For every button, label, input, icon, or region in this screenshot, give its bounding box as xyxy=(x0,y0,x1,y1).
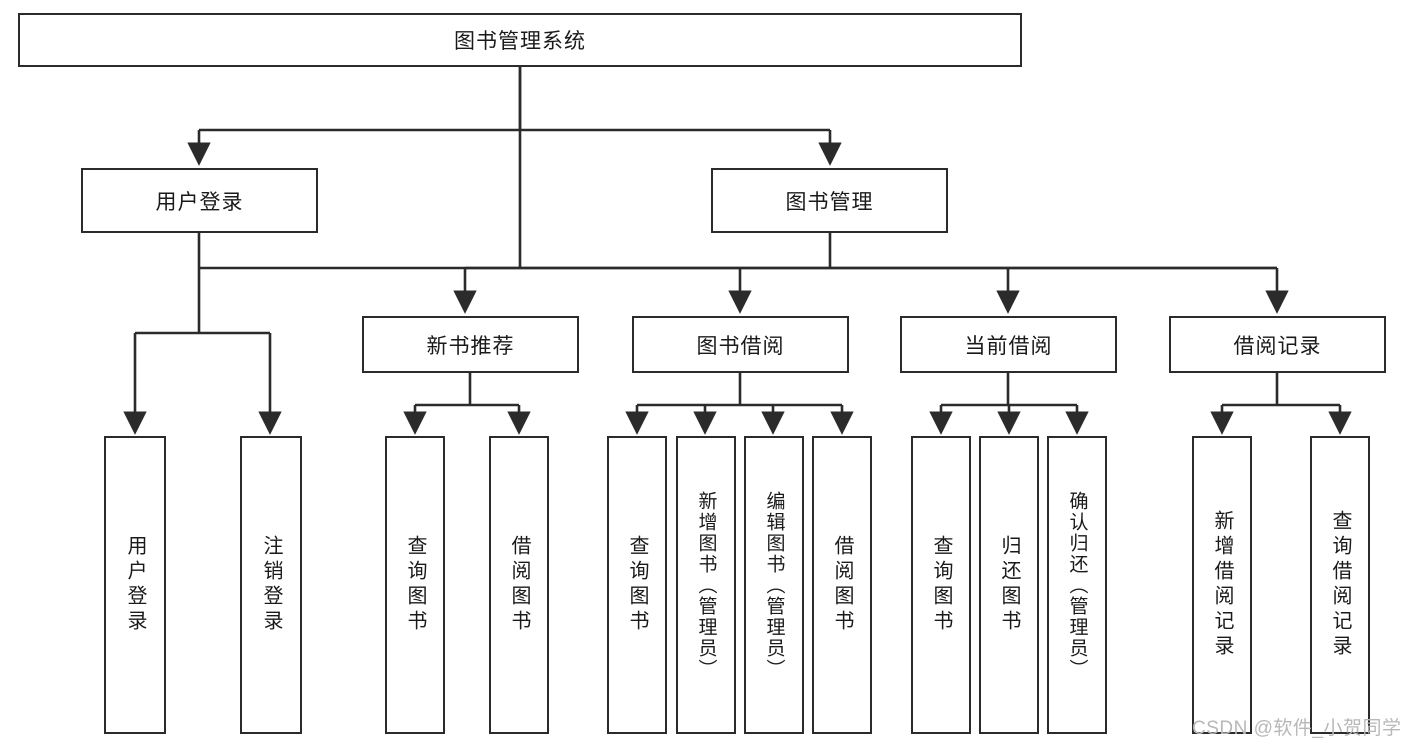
leaf-add-book-label: 新增图书（管理员） xyxy=(695,490,717,680)
node-current-borrow[interactable]: 当前借阅 xyxy=(900,316,1117,373)
leaf-query-book-1[interactable]: 查询图书 xyxy=(385,436,445,734)
leaf-confirm-return[interactable]: 确认归还（管理员） xyxy=(1047,436,1107,734)
leaf-borrow-book-1[interactable]: 借阅图书 xyxy=(489,436,549,734)
leaf-return-book-label: 归还图书 xyxy=(998,535,1020,635)
leaf-edit-book-label: 编辑图书（管理员） xyxy=(763,490,785,680)
watermark-text: CSDN @软件_小贺同学 xyxy=(1192,718,1402,739)
node-current-borrow-label: 当前借阅 xyxy=(964,334,1053,358)
leaf-user-login-label: 用户登录 xyxy=(124,535,146,635)
node-user-login[interactable]: 用户登录 xyxy=(81,168,318,233)
node-user-login-label: 用户登录 xyxy=(155,190,244,214)
leaf-logout-login-label: 注销登录 xyxy=(260,535,282,635)
leaf-query-book-3[interactable]: 查询图书 xyxy=(911,436,971,734)
node-new-book-recommend-label: 新书推荐 xyxy=(426,334,515,358)
node-root-label: 图书管理系统 xyxy=(454,30,586,53)
node-borrow-record-label: 借阅记录 xyxy=(1233,334,1322,358)
leaf-query-record[interactable]: 查询借阅记录 xyxy=(1310,436,1370,734)
node-book-management-label: 图书管理 xyxy=(785,190,874,214)
leaf-user-login[interactable]: 用户登录 xyxy=(104,436,166,734)
leaf-query-book-1-label: 查询图书 xyxy=(404,535,426,635)
leaf-return-book[interactable]: 归还图书 xyxy=(979,436,1039,734)
leaf-add-record-label: 新增借阅记录 xyxy=(1211,510,1233,660)
node-root[interactable]: 图书管理系统 xyxy=(18,13,1022,67)
node-book-borrow[interactable]: 图书借阅 xyxy=(632,316,849,373)
node-new-book-recommend[interactable]: 新书推荐 xyxy=(362,316,579,373)
leaf-query-record-label: 查询借阅记录 xyxy=(1329,510,1351,660)
leaf-borrow-book-1-label: 借阅图书 xyxy=(508,535,530,635)
node-book-borrow-label: 图书借阅 xyxy=(696,334,785,358)
node-book-management[interactable]: 图书管理 xyxy=(711,168,948,233)
leaf-query-book-2[interactable]: 查询图书 xyxy=(607,436,667,734)
leaf-confirm-return-label: 确认归还（管理员） xyxy=(1066,490,1088,680)
node-borrow-record[interactable]: 借阅记录 xyxy=(1169,316,1386,373)
leaf-edit-book[interactable]: 编辑图书（管理员） xyxy=(744,436,804,734)
leaf-borrow-book-2-label: 借阅图书 xyxy=(831,535,853,635)
leaf-query-book-2-label: 查询图书 xyxy=(626,535,648,635)
leaf-add-book[interactable]: 新增图书（管理员） xyxy=(676,436,736,734)
leaf-logout-login[interactable]: 注销登录 xyxy=(240,436,302,734)
leaf-borrow-book-2[interactable]: 借阅图书 xyxy=(812,436,872,734)
leaf-query-book-3-label: 查询图书 xyxy=(930,535,952,635)
leaf-add-record[interactable]: 新增借阅记录 xyxy=(1192,436,1252,734)
